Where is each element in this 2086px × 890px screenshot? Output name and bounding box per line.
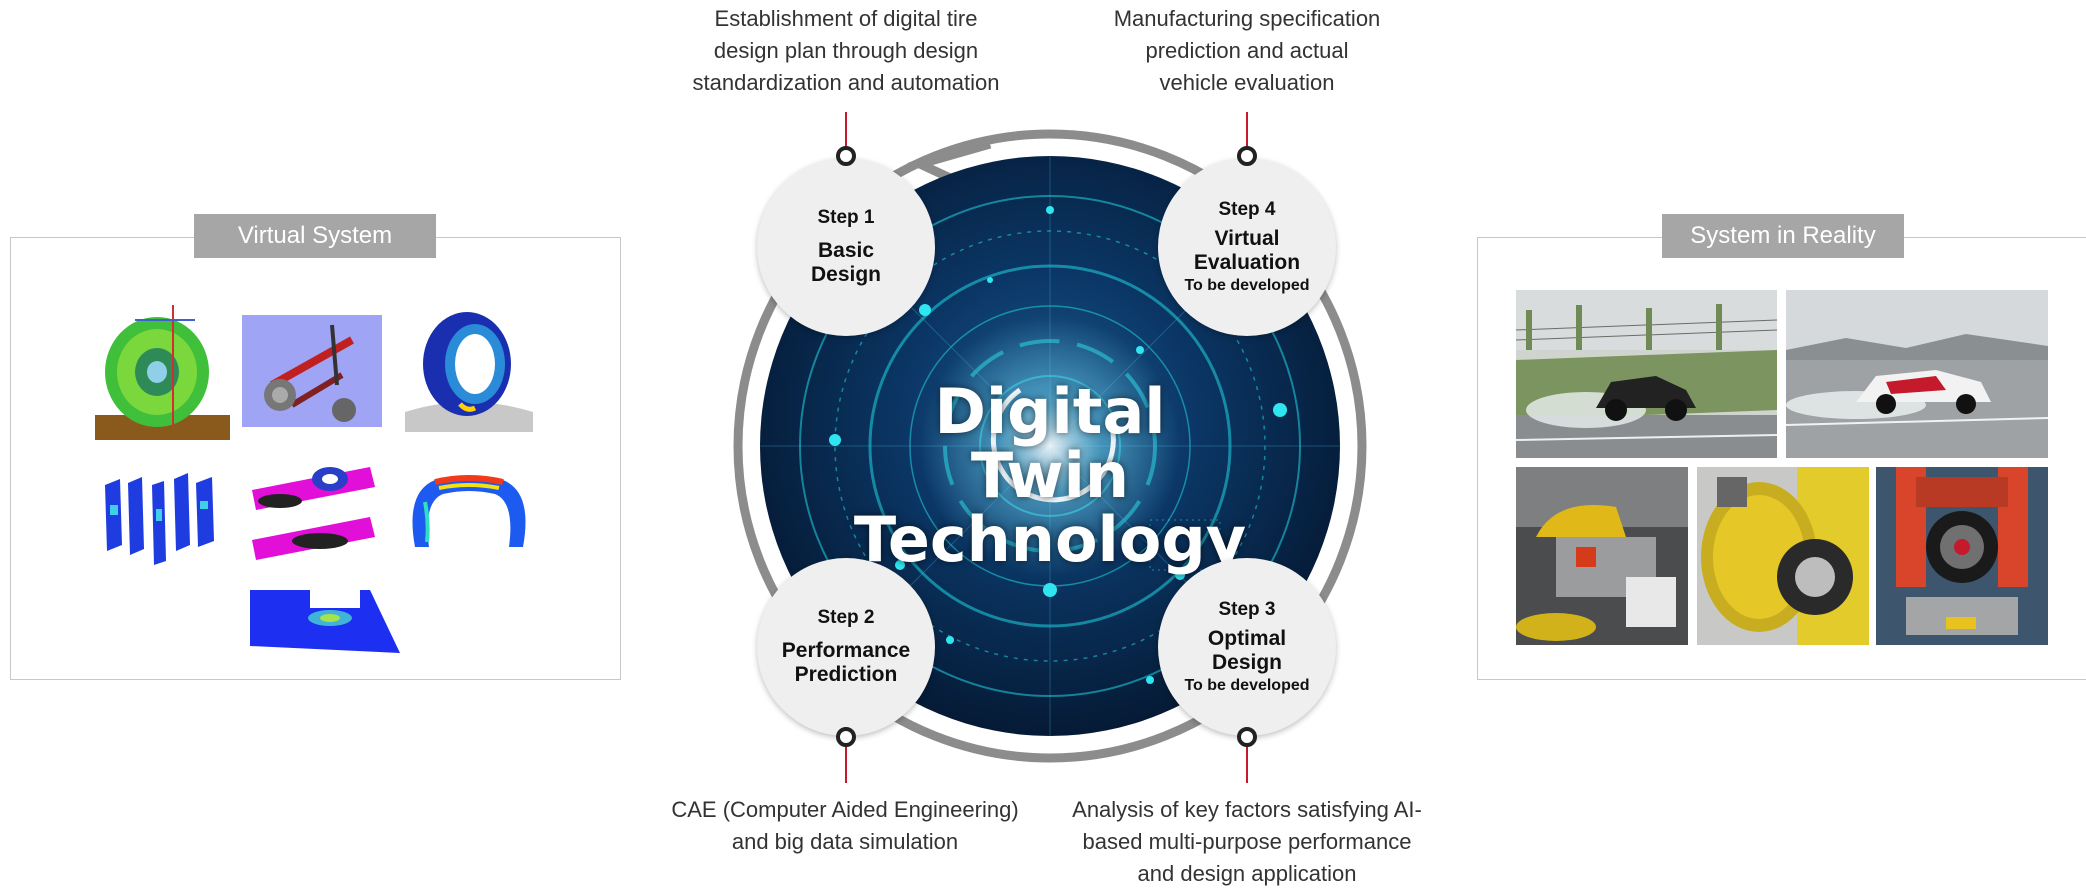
tire-fem-model-thumb bbox=[95, 305, 230, 440]
step-4-connector bbox=[1246, 112, 1248, 148]
wet-track-car-photo bbox=[1516, 290, 1777, 458]
step-2-number: Step 2 bbox=[817, 607, 875, 628]
step-1-connector bbox=[845, 112, 847, 148]
race-car-photo bbox=[1786, 290, 2048, 458]
tread-block-model-thumb bbox=[105, 473, 214, 565]
step-3-number: Step 3 bbox=[1218, 599, 1276, 620]
step-4-caption: Manufacturing specification prediction a… bbox=[1113, 6, 1381, 95]
virtual-system-panel bbox=[10, 237, 621, 680]
virtual-system-title: Virtual System bbox=[194, 214, 436, 258]
step-1-connector-dot bbox=[836, 146, 856, 166]
step-2-connector bbox=[845, 747, 847, 783]
tire-test-rig-photo-2 bbox=[1697, 467, 1869, 645]
step-4-name: Virtual Evaluation bbox=[1193, 227, 1301, 274]
suspension-model-thumb bbox=[242, 315, 382, 427]
step-1-number: Step 1 bbox=[817, 207, 875, 228]
cycle-ring bbox=[733, 129, 1367, 763]
step-3-status: To be developed bbox=[1184, 677, 1310, 694]
hub-title: Digital Twin Technology bbox=[853, 375, 1247, 576]
step-2-caption: CAE (Computer Aided Engineering) and big… bbox=[671, 797, 1019, 854]
reality-system-title: System in Reality bbox=[1662, 214, 1904, 258]
step-4-status: To be developed bbox=[1184, 277, 1310, 294]
step-3-name: Optimal Design bbox=[1207, 627, 1287, 674]
step-3-connector bbox=[1246, 747, 1248, 783]
step-4-connector-dot bbox=[1237, 146, 1257, 166]
tire-section-model-thumb bbox=[412, 475, 526, 547]
step-1-caption: Establishment of digital tire design pla… bbox=[692, 6, 1000, 95]
tread-pattern-model-thumb bbox=[250, 590, 400, 653]
step-3-circle: Step 3 Optimal Design To be developed bbox=[1158, 558, 1336, 736]
tire-stress-model-thumb bbox=[405, 312, 533, 432]
step-4-number: Step 4 bbox=[1218, 199, 1276, 220]
step-3-caption: Analysis of key factors satisfying AI- b… bbox=[1072, 797, 1422, 886]
step-1-circle: Step 1 Basic Design bbox=[757, 158, 935, 336]
tire-test-rig-photo-1 bbox=[1516, 467, 1688, 645]
step-2-circle: Step 2 Performance Prediction bbox=[757, 558, 935, 736]
step-1-name: Basic Design bbox=[810, 239, 881, 286]
step-2-connector-dot bbox=[836, 727, 856, 747]
step-3-connector-dot bbox=[1237, 727, 1257, 747]
tire-test-rig-photo-3 bbox=[1876, 467, 2048, 645]
step-4-circle: Step 4 Virtual Evaluation To be develope… bbox=[1158, 158, 1336, 336]
tire-contact-model-thumb bbox=[252, 467, 375, 560]
step-2-name: Performance Prediction bbox=[781, 639, 911, 686]
